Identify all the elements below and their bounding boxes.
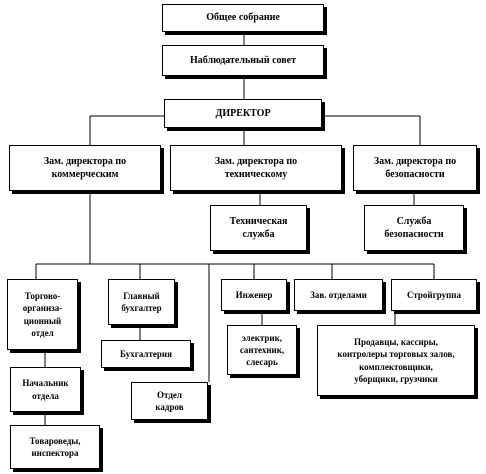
sales-staff-box: Продавцы, кассиры, контролеры торговых з… [317,325,475,396]
security-service-box: Служба безопасности [364,205,464,251]
technical-service-label: Техническая служба [229,215,288,241]
director-box: ДИРЕКТОР [164,99,322,128]
merchandisers-label: Товароведы, инспектора [29,435,81,458]
accounting-box: Бухгалтерия [101,340,191,368]
general-meeting-box: Общее собрание [162,4,324,32]
technical-service-box: Техническая служба [210,205,307,251]
trade-org-dept-box: Торгово- организа- ционный отдел [7,279,78,350]
dept-heads-box: Зав. отделами [294,279,383,311]
electricians-box: электрик, сантехник, слесарь [227,325,297,375]
supervisory-board-box: Наблюдательный совет [162,45,324,76]
deputy-technical-box: Зам. директора по техническому [170,145,342,191]
deputy-technical-label: Зам. директора по техническому [214,155,298,181]
general-meeting-label: Общее собрание [206,12,280,24]
sales-staff-label: Продавцы, кассиры, контролеры торговых з… [337,337,455,384]
trade-org-dept-label: Торгово- организа- ционный отдел [22,291,63,338]
accounting-label: Бухгалтерия [120,348,172,359]
construction-group-box: Стройгруппа [391,279,477,311]
supervisory-board-label: Наблюдательный совет [189,54,297,66]
hr-dept-label: Отдел кадров [155,389,184,412]
deputy-commercial-box: Зам. директора по коммерческим [9,145,161,191]
hr-dept-box: Отдел кадров [131,382,208,420]
director-label: ДИРЕКТОР [215,107,271,119]
engineer-label: Инженер [235,289,273,300]
dept-heads-label: Зав. отделами [310,289,367,300]
chief-accountant-label: Главный бухгалтер [121,290,162,313]
electricians-label: электрик, сантехник, слесарь [239,332,285,368]
dept-head-box: Начальник отдела [10,367,81,412]
dept-head-label: Начальник отдела [22,378,69,401]
security-service-label: Служба безопасности [384,215,444,241]
construction-group-label: Стройгруппа [407,289,461,300]
deputy-security-label: Зам. директора по безопасности [373,155,457,181]
deputy-security-box: Зам. директора по безопасности [353,145,477,191]
deputy-commercial-label: Зам. директора по коммерческим [43,155,127,181]
engineer-box: Инженер [221,279,287,311]
merchandisers-box: Товароведы, инспектора [10,425,100,469]
chief-accountant-box: Главный бухгалтер [108,279,175,325]
